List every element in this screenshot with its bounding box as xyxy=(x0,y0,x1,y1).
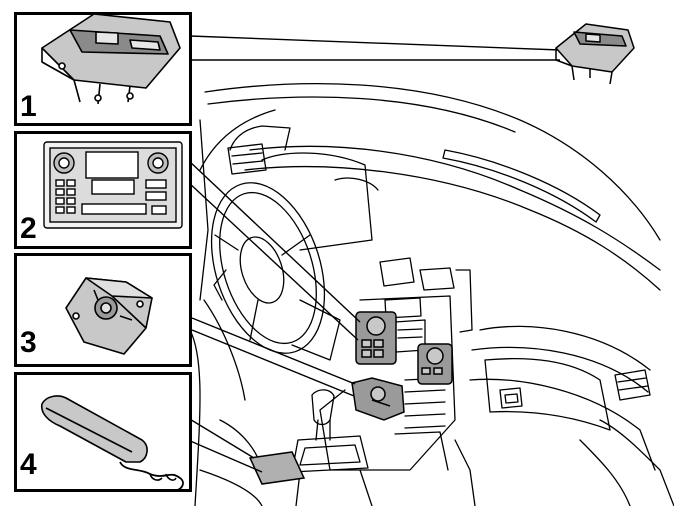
callout-number-2: 2 xyxy=(20,212,37,245)
callout-box-2 xyxy=(14,131,192,249)
leader-lines xyxy=(187,35,561,473)
dash-control-panel xyxy=(355,311,453,385)
dashboard-drawing xyxy=(189,82,674,506)
callout-number-1: 1 xyxy=(20,90,37,123)
callout-box-4 xyxy=(14,372,192,492)
console-module xyxy=(351,377,405,421)
callout-number-3: 3 xyxy=(20,326,37,359)
callout-box-1 xyxy=(14,12,192,126)
callout-box-3 xyxy=(14,253,192,367)
floating-phone-holder xyxy=(555,23,635,85)
callout-number-4: 4 xyxy=(20,448,37,481)
handset-slot xyxy=(248,451,306,485)
